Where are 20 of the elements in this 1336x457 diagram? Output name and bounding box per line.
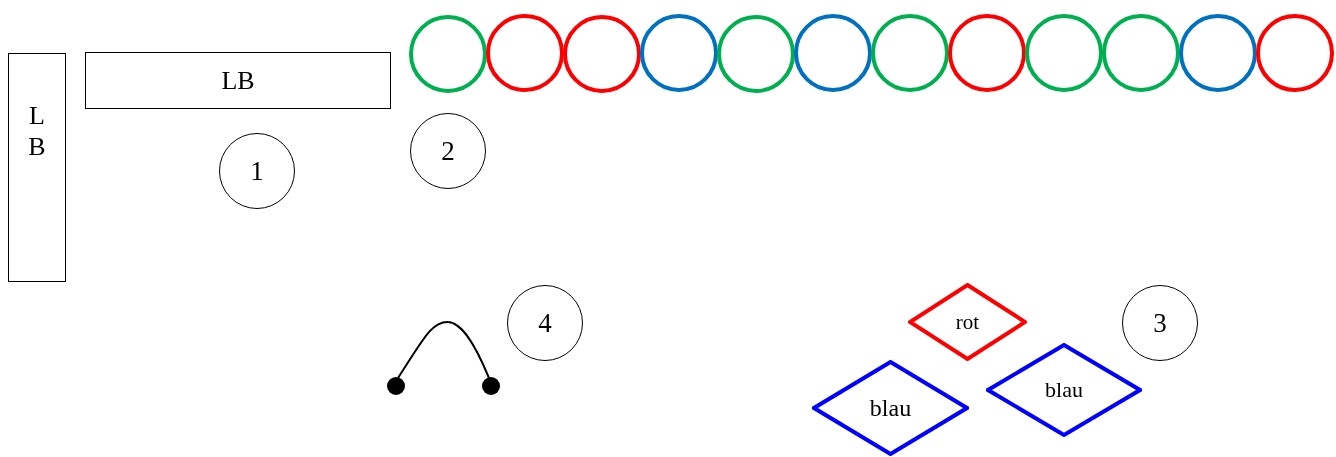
label-box: L B [8,53,66,282]
color-word: rot [955,309,980,335]
ring [1102,14,1180,92]
dot [482,377,500,395]
ring [717,15,795,93]
dot [387,377,405,395]
color-word: blau [869,394,912,422]
label-box: LB [85,52,391,109]
ring [1179,14,1257,92]
ring [563,15,641,93]
curved-line [397,321,490,379]
ring [948,14,1026,92]
ring [640,14,718,92]
ring [409,15,487,93]
color-word: blau [1045,377,1083,403]
ring [1256,14,1334,92]
ring [486,14,564,92]
ring [1025,14,1103,92]
ring [794,14,872,92]
ring [871,14,949,92]
